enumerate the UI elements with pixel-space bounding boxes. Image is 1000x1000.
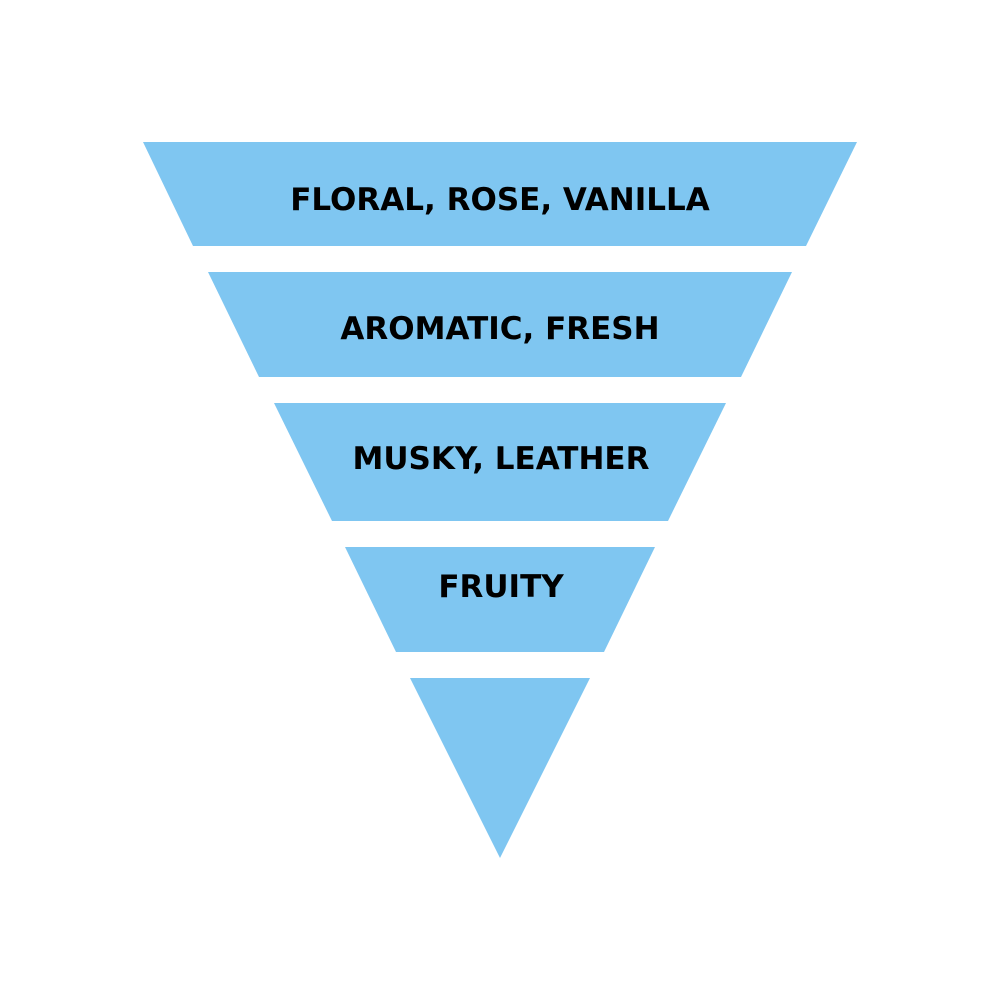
funnel-segment-3: MUSKY, LEATHER bbox=[274, 403, 726, 521]
funnel-segment-3-shape bbox=[274, 403, 726, 521]
funnel-segment-5 bbox=[410, 678, 590, 858]
funnel-segment-3-label: MUSKY, LEATHER bbox=[353, 441, 650, 477]
funnel-segment-4-label: FRUITY bbox=[438, 569, 564, 605]
funnel-segment-2: AROMATIC, FRESH bbox=[208, 272, 792, 377]
funnel-segment-4-shape bbox=[345, 547, 655, 652]
funnel-segment-4: FRUITY bbox=[345, 547, 655, 652]
funnel-tip-shape bbox=[410, 678, 590, 858]
funnel-segment-1: FLORAL, ROSE, VANILLA bbox=[143, 142, 857, 246]
funnel-segment-2-label: AROMATIC, FRESH bbox=[340, 311, 659, 347]
funnel-segment-2-shape bbox=[208, 272, 792, 377]
funnel-segment-1-shape bbox=[143, 142, 857, 246]
funnel-segment-1-label: FLORAL, ROSE, VANILLA bbox=[290, 182, 710, 218]
